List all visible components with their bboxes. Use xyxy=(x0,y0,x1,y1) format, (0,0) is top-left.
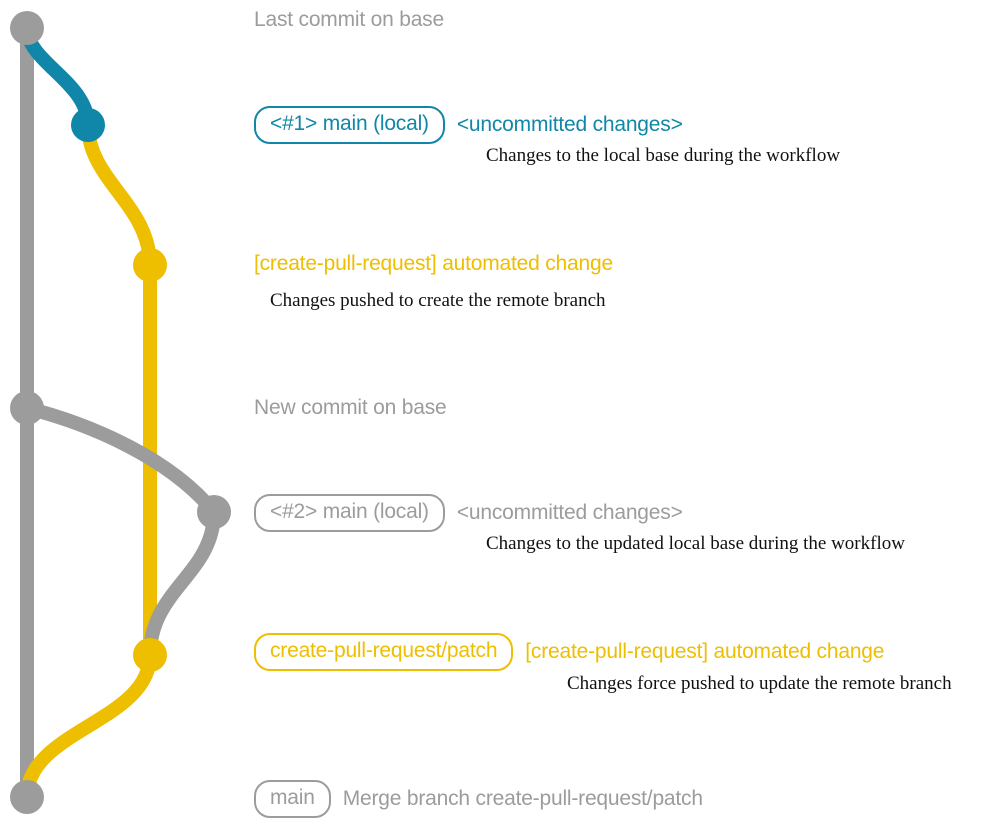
automated-change-2-subtext: Changes force pushed to update the remot… xyxy=(567,673,952,694)
row-last-commit: Last commit on base xyxy=(254,8,981,32)
automated-change-1-headline: [create-pull-request] automated change xyxy=(254,252,613,275)
local-commit-1-headline: <uncommitted changes> xyxy=(456,113,683,136)
edge-local1-to-patch1 xyxy=(81,118,157,272)
commit-node-merge xyxy=(10,780,44,814)
row-local-commit-1-subtext: Changes to the local base during the wor… xyxy=(486,145,981,167)
branch-pill-main-local-1[interactable]: <#1> main (local) xyxy=(254,106,445,144)
edge-patch2-to-merge xyxy=(20,648,157,804)
local-commit-1-subtext: Changes to the local base during the wor… xyxy=(486,145,841,166)
commit-node-base-2 xyxy=(10,391,44,425)
row-automated-change-2: create-pull-request/patch [create-pull-r… xyxy=(254,633,981,671)
row-local-commit-2: <#2> main (local) <uncommitted changes> xyxy=(254,494,981,532)
row-new-commit: New commit on base xyxy=(254,396,981,420)
commit-node-local-2 xyxy=(197,495,231,529)
merge-commit-headline: Merge branch create-pull-request/patch xyxy=(342,787,703,810)
last-commit-headline: Last commit on base xyxy=(254,8,444,31)
edge-local2-to-patch2 xyxy=(143,505,221,662)
local-commit-2-subtext: Changes to the updated local base during… xyxy=(486,533,905,554)
commit-node-patch-2 xyxy=(133,638,167,672)
commit-node-patch-1 xyxy=(133,248,167,282)
row-merge-commit: main Merge branch create-pull-request/pa… xyxy=(254,780,981,818)
branch-pill-main-local-2[interactable]: <#2> main (local) xyxy=(254,494,445,532)
branch-pill-create-pull-request-patch[interactable]: create-pull-request/patch xyxy=(254,633,514,671)
edge-base1-to-local1 xyxy=(20,21,95,132)
commit-node-base-1 xyxy=(10,11,44,45)
branch-pill-main[interactable]: main xyxy=(254,780,331,818)
edge-base2-to-local2 xyxy=(20,401,221,519)
new-commit-headline: New commit on base xyxy=(254,396,447,419)
local-commit-2-headline: <uncommitted changes> xyxy=(456,501,683,524)
row-local-commit-2-subtext: Changes to the updated local base during… xyxy=(486,533,981,555)
automated-change-1-subtext: Changes pushed to create the remote bran… xyxy=(270,290,606,311)
row-automated-change-2-subtext: Changes force pushed to update the remot… xyxy=(567,673,981,695)
commit-node-local-1 xyxy=(71,108,105,142)
row-automated-change-1: [create-pull-request] automated change xyxy=(254,252,981,276)
row-automated-change-1-subtext: Changes pushed to create the remote bran… xyxy=(270,290,981,312)
row-local-commit-1: <#1> main (local) <uncommitted changes> xyxy=(254,106,981,144)
automated-change-2-headline: [create-pull-request] automated change xyxy=(525,640,885,663)
